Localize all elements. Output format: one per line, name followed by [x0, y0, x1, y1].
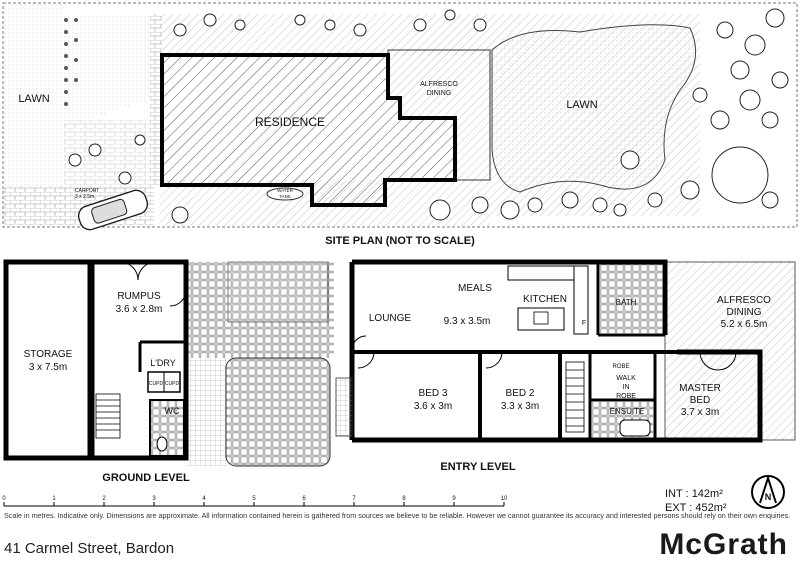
scale-tick-label: 4	[202, 496, 206, 502]
ensuite-bath-icon	[619, 419, 651, 437]
carport-paving	[64, 120, 154, 186]
wir-label-1: WALK	[616, 375, 636, 382]
rumpus-door-swing-2	[137, 261, 157, 281]
bed3-name: BED 3	[419, 388, 448, 399]
master-size: 3.7 x 3m	[681, 407, 719, 418]
residence-footprint	[160, 53, 457, 207]
scale-tick-label: 9	[452, 496, 456, 502]
entry-stairs	[565, 361, 585, 433]
scale-tick-label: 3	[152, 496, 156, 502]
water-tank	[266, 187, 304, 201]
site-plan-title: SITE PLAN (NOT TO SCALE)	[325, 235, 475, 247]
scale-tick-label: 7	[352, 496, 356, 502]
site-boundary	[2, 2, 798, 228]
cupboard-label-2: CUPD	[165, 381, 180, 387]
garden-plants	[68, 8, 789, 224]
compass-letter: N	[765, 492, 772, 502]
bed3-size: 3.6 x 3m	[414, 401, 452, 412]
storage-size: 3 x 7.5m	[29, 362, 67, 373]
master-door-swing-2	[717, 351, 737, 371]
rumpus-side-door	[169, 289, 187, 307]
entry-bath-wall	[598, 259, 668, 335]
meals-label: MEALS	[458, 283, 492, 294]
scale-tick-label: 10	[501, 496, 508, 502]
site-alfresco-label-2: DINING	[427, 90, 452, 97]
ground-level-title: GROUND LEVEL	[102, 472, 190, 484]
ground-level-plan: STORAGE 3 x 7.5m RUMPUS 3.6 x 2.8m L'DRY…	[3, 259, 334, 467]
site-water-tank-label-1: WATER	[277, 188, 293, 193]
site-water-tank-label-2: TANK	[279, 194, 291, 199]
site-lawn-left-label: LAWN	[18, 93, 49, 105]
site-lawn-right-label: LAWN	[566, 99, 597, 111]
cooktop-icon	[533, 311, 549, 325]
bed2-door-swing	[485, 351, 503, 369]
external-area: EXT : 452m²	[665, 502, 727, 514]
lawn-left-area	[4, 4, 64, 186]
rumpus-size: 3.6 x 2.8m	[116, 304, 163, 315]
master-walls	[560, 349, 763, 443]
scale-tick-label: 1	[52, 496, 56, 502]
cupboard-label-1: CUPD	[149, 381, 164, 387]
kitchen-bench-side	[573, 265, 589, 335]
lounge-label: LOUNGE	[369, 313, 412, 324]
fridge-label: F	[582, 320, 586, 327]
ground-garden	[227, 261, 329, 323]
lounge-size: 9.3 x 3.5m	[444, 316, 491, 327]
scale-tick-label: 5	[252, 496, 256, 502]
lawn-right-area	[491, 24, 697, 193]
site-carport-label-2: 3 x 2.5m	[75, 194, 94, 200]
entry-alfresco-size: 5.2 x 6.5m	[721, 319, 768, 330]
brand-logo: McGrath	[659, 528, 788, 561]
storage-name: STORAGE	[24, 349, 73, 360]
entry-door-swing	[351, 335, 367, 351]
ground-stairs	[95, 393, 121, 439]
rumpus-door-swing	[119, 261, 139, 281]
entry-alfresco-label-2: DINING	[727, 307, 762, 318]
bath-label: BATH	[616, 298, 637, 307]
car-icon	[77, 189, 149, 231]
site-alfresco-label-1: ALFRESCO	[420, 81, 458, 88]
bed3-door-swing	[357, 351, 375, 369]
scale-tick-label: 8	[402, 496, 406, 502]
master-name-2: BED	[690, 395, 711, 406]
wir-label-2: IN	[623, 384, 630, 391]
master-name-1: MASTER	[679, 383, 721, 394]
master-door-swing-1	[699, 351, 719, 371]
entry-level-title: ENTRY LEVEL	[440, 461, 515, 473]
bed2-name: BED 2	[506, 388, 535, 399]
laundry-label: L'DRY	[150, 358, 176, 368]
disclaimer-text: Scale in metres. Indicative only. Dimens…	[4, 511, 791, 520]
wc-label: WC	[165, 406, 180, 416]
bath-tiles	[600, 264, 663, 333]
site-residence-label: RESIDENCE	[255, 115, 325, 129]
bed2-size: 3.3 x 3m	[501, 401, 539, 412]
toilet-icon	[156, 436, 168, 452]
scale-tick-label: 0	[2, 496, 6, 502]
entry-landing	[335, 377, 353, 437]
north-compass: N	[751, 474, 785, 509]
ground-paving-pad	[225, 357, 331, 467]
storage-walls	[3, 259, 93, 461]
area-summary: INT : 142m² EXT : 452m²	[665, 487, 727, 515]
kitchen-label: KITCHEN	[523, 294, 567, 305]
scale-tick-label: 2	[102, 496, 106, 502]
scale-bar: 0 1 2 3 4 5 6 7 8 9 10	[2, 496, 508, 507]
robe-label: ROBE	[612, 364, 629, 370]
ground-side-grid	[186, 358, 226, 466]
site-plan: LAWN LAWN RESIDENCE ALFRESCO DINING CARP…	[2, 2, 798, 231]
ensuite-label: ENSUITE	[610, 407, 645, 416]
scale-tick-label: 6	[302, 496, 306, 502]
lawn-left-inner	[64, 14, 150, 130]
property-address: 41 Carmel Street, Bardon	[4, 540, 175, 557]
internal-area: INT : 142m²	[665, 488, 723, 500]
wir-label-3: ROBE	[616, 393, 636, 400]
rumpus-name: RUMPUS	[117, 291, 161, 302]
garden-hedge-dots	[64, 18, 78, 106]
entry-alfresco-label-1: ALFRESCO	[717, 295, 771, 306]
site-carport-label-1: CARPORT	[75, 188, 99, 194]
entry-level-plan: MEALS KITCHEN LOUNGE 9.3 x 3.5m BATH F A…	[335, 259, 796, 443]
